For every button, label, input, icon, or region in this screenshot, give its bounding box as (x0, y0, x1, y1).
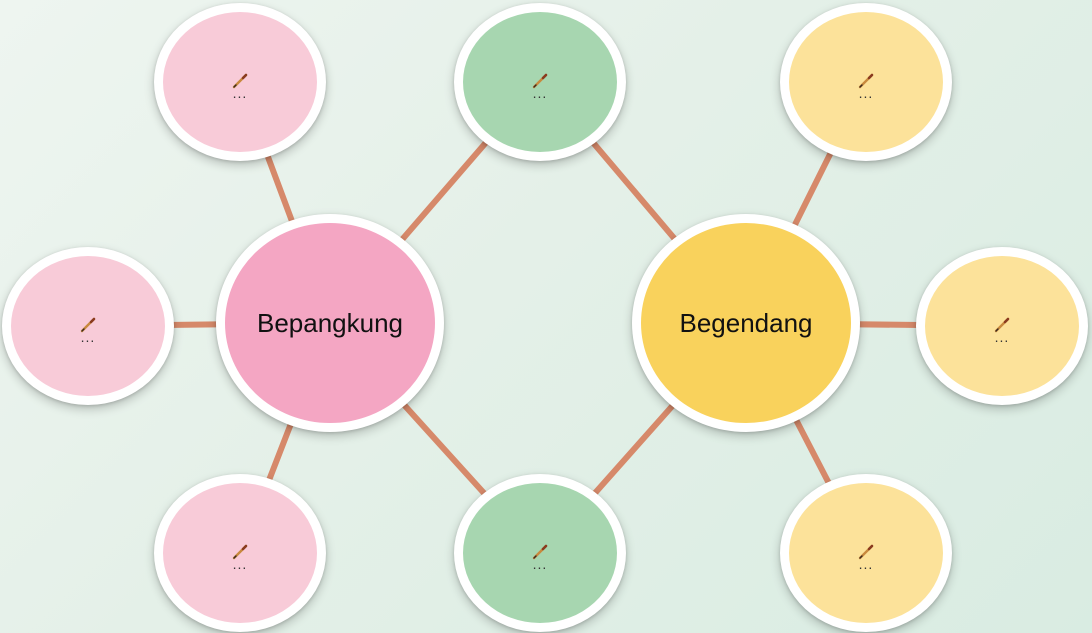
placeholder-text: ... (232, 556, 248, 572)
right-topic-bubble[interactable]: Begendang (632, 214, 860, 432)
placeholder-text: ... (858, 85, 874, 101)
right-detail-bubble-2[interactable]: ... (916, 247, 1088, 405)
right-detail-bubble-1[interactable]: ... (780, 3, 952, 161)
placeholder: ... (231, 543, 249, 571)
right-topic-label: Begendang (679, 307, 813, 338)
pen-icon (232, 544, 248, 560)
left-detail-bubble-3[interactable]: ... (154, 474, 326, 632)
placeholder: ... (79, 316, 97, 344)
pen-icon (80, 317, 96, 333)
placeholder: ... (993, 316, 1011, 344)
pen-icon (858, 73, 874, 89)
placeholder: ... (531, 543, 549, 571)
pen-icon (232, 73, 248, 89)
placeholder-text: ... (532, 85, 548, 101)
shared-detail-bubble-1[interactable]: ... (454, 3, 626, 161)
pen-icon (532, 73, 548, 89)
right-detail-bubble-3[interactable]: ... (780, 474, 952, 632)
pen-icon (994, 317, 1010, 333)
placeholder: ... (231, 72, 249, 100)
placeholder-text: ... (994, 329, 1010, 345)
placeholder: ... (857, 72, 875, 100)
shared-detail-bubble-2[interactable]: ... (454, 474, 626, 632)
pen-icon (858, 544, 874, 560)
placeholder-text: ... (232, 85, 248, 101)
placeholder: ... (531, 72, 549, 100)
placeholder: ... (857, 543, 875, 571)
placeholder-text: ... (858, 556, 874, 572)
placeholder-text: ... (532, 556, 548, 572)
left-detail-bubble-1[interactable]: ... (154, 3, 326, 161)
pen-icon (532, 544, 548, 560)
placeholder-text: ... (80, 329, 96, 345)
left-topic-bubble[interactable]: Bepangkung (216, 214, 444, 432)
left-topic-label: Bepangkung (256, 307, 404, 338)
left-detail-bubble-2[interactable]: ... (2, 247, 174, 405)
